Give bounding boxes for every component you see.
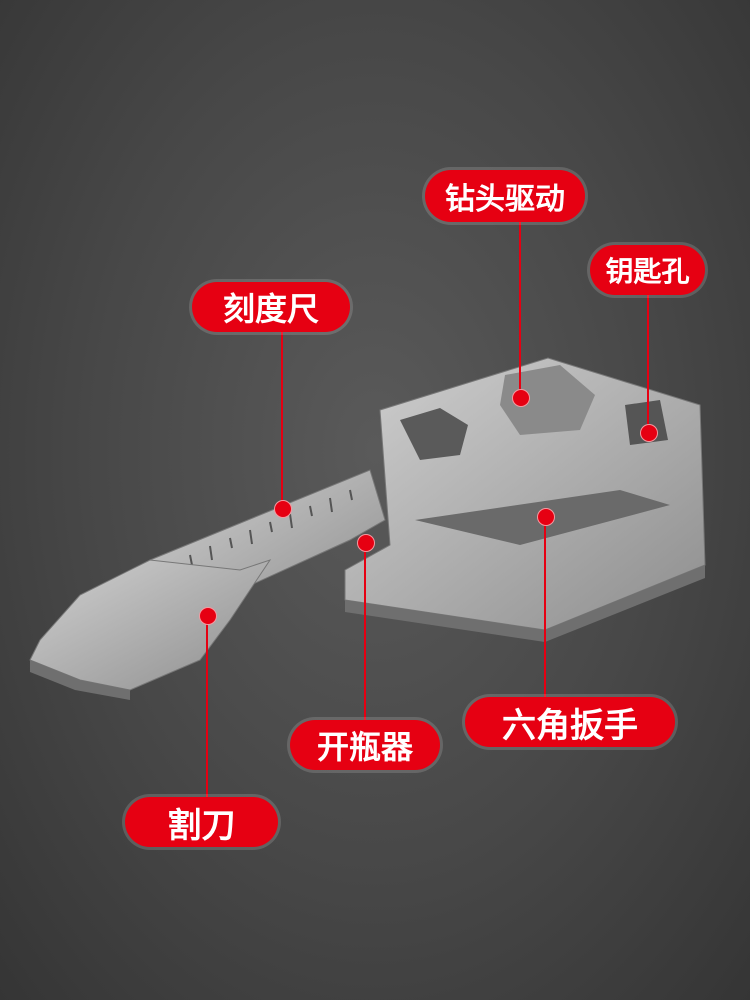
bottle-opener-marker bbox=[357, 534, 375, 552]
cutter-leader-line bbox=[206, 615, 208, 797]
cutter-marker bbox=[199, 607, 217, 625]
label-drill-drive: 钻头驱动 bbox=[425, 170, 585, 222]
label-keyhole: 钥匙孔 bbox=[590, 245, 705, 295]
keyhole-leader-line bbox=[647, 295, 649, 432]
label-hex-wrench: 六角扳手 bbox=[465, 697, 675, 747]
label-ruler: 刻度尺 bbox=[192, 282, 350, 332]
bottle-opener-leader-line bbox=[364, 542, 366, 720]
drill-drive-leader-line bbox=[519, 222, 521, 397]
ruler-leader-line bbox=[281, 332, 283, 508]
label-cutter: 割刀 bbox=[125, 797, 278, 847]
keyhole-marker bbox=[640, 424, 658, 442]
hex-wrench-leader-line bbox=[544, 516, 546, 697]
ruler-marker bbox=[274, 500, 292, 518]
hex-wrench-marker bbox=[537, 508, 555, 526]
drill-drive-marker bbox=[512, 389, 530, 407]
label-bottle-opener: 开瓶器 bbox=[290, 720, 440, 770]
